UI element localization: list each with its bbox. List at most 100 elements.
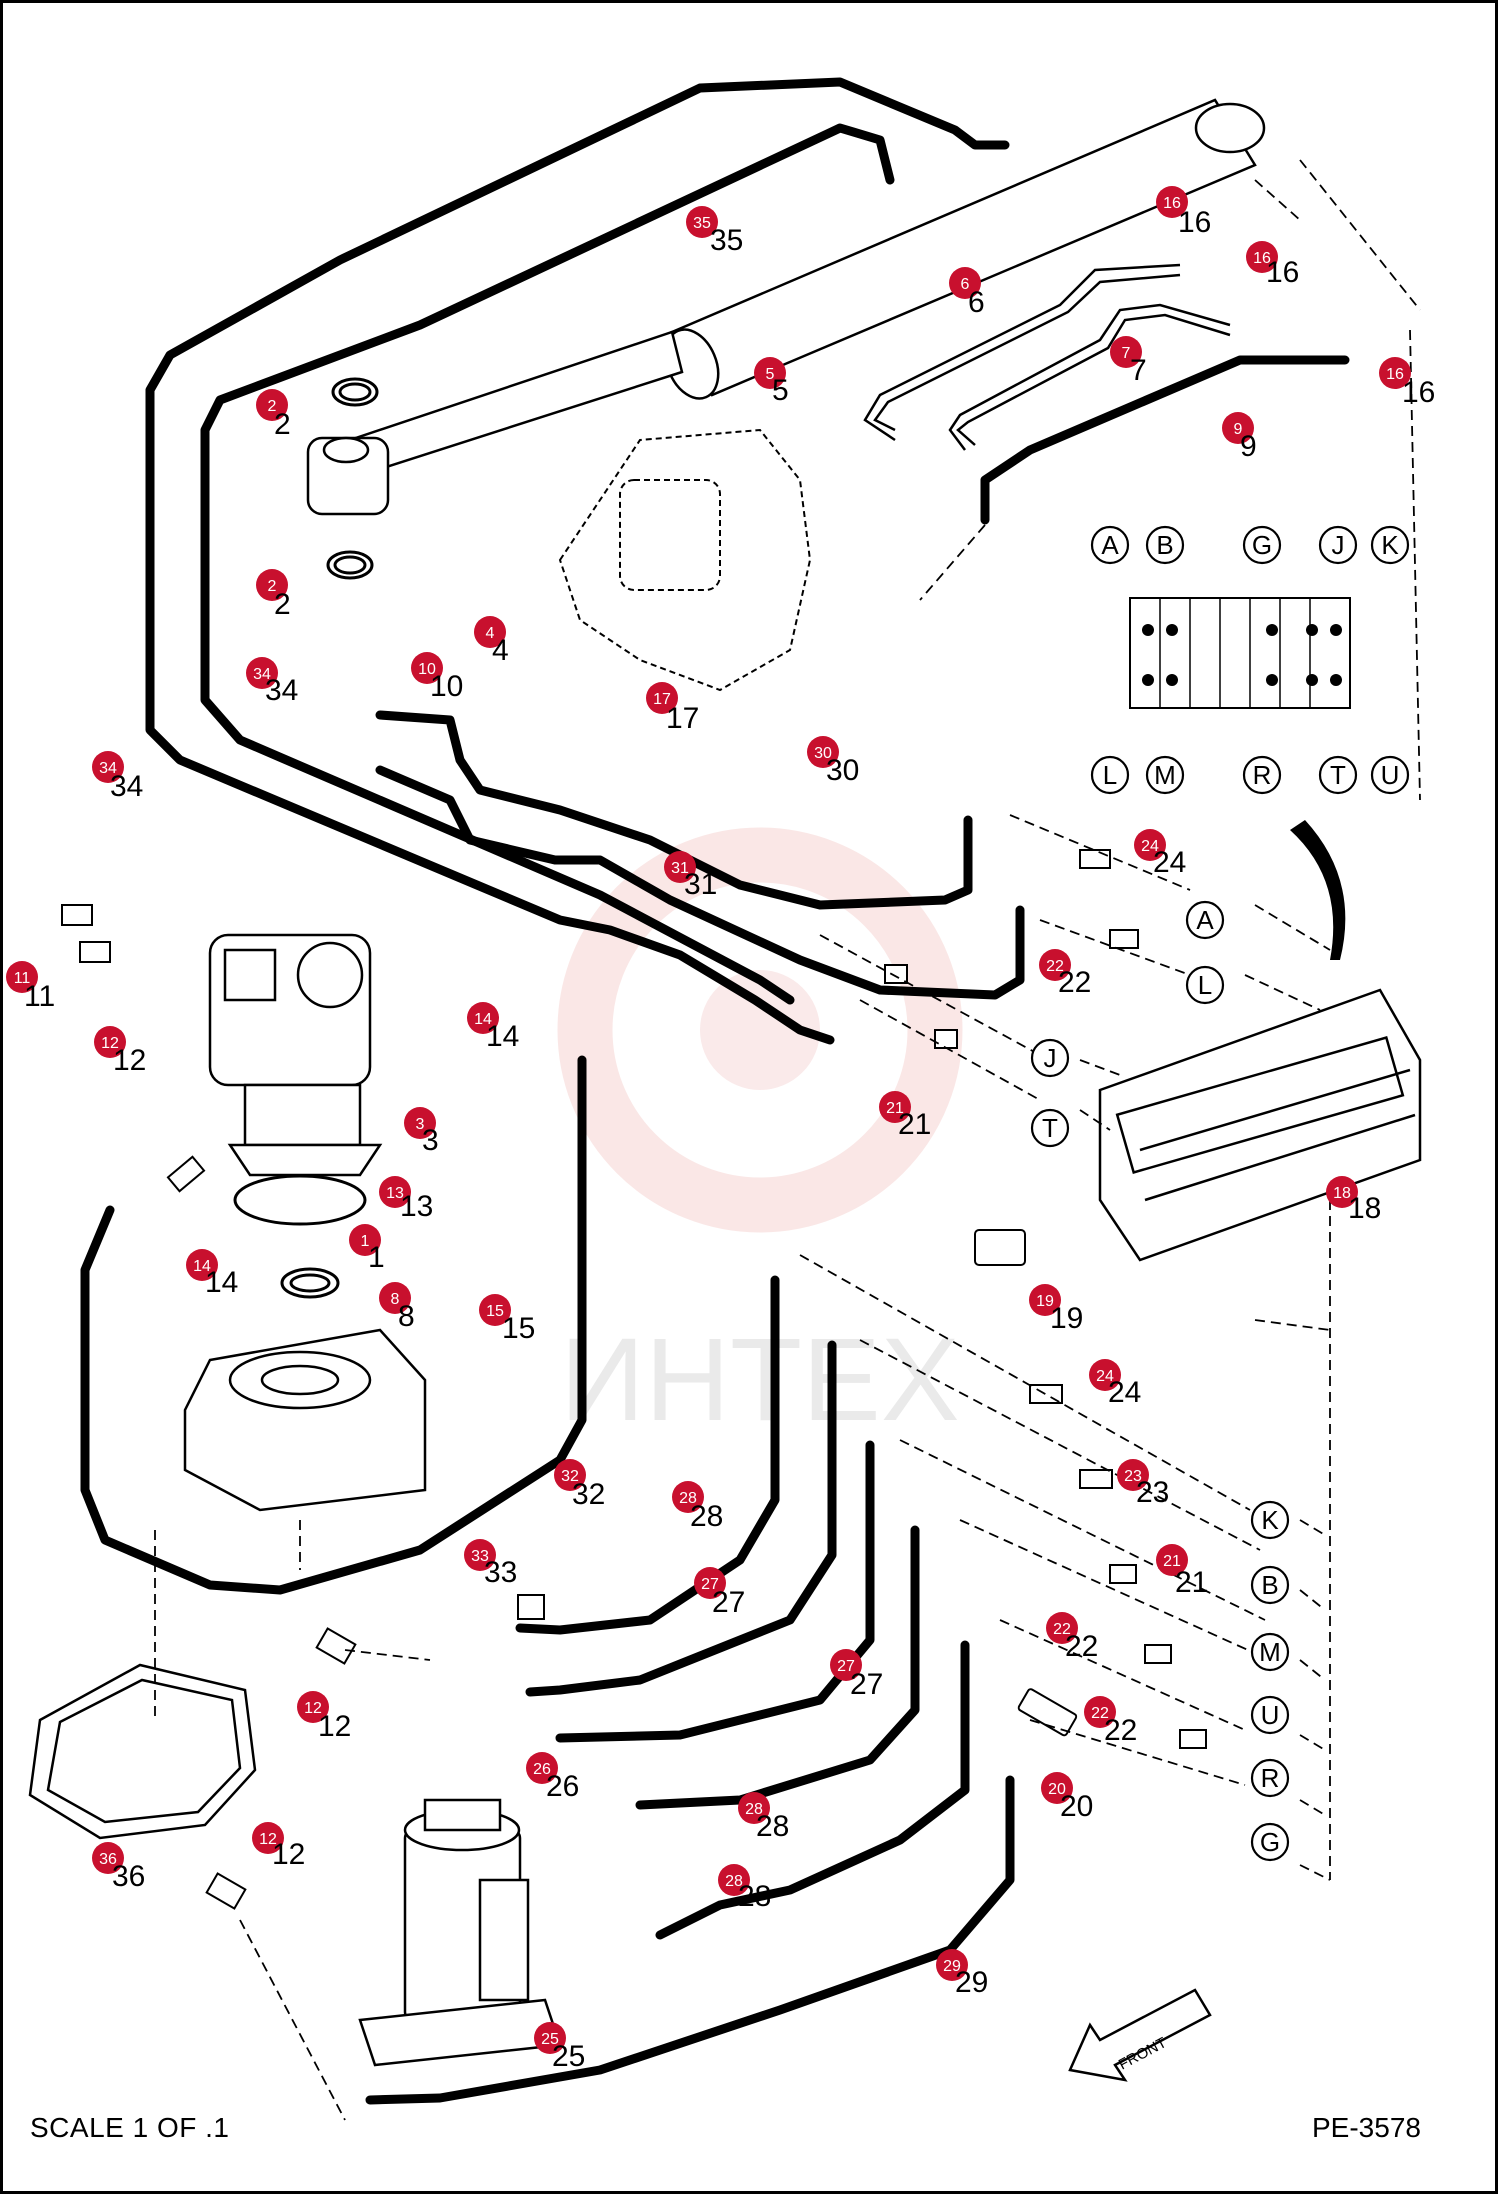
svg-text:33: 33: [471, 1548, 489, 1565]
port-A: A: [1185, 900, 1225, 940]
svg-text:22: 22: [1065, 1630, 1098, 1663]
svg-text:30: 30: [826, 754, 859, 787]
fitting-hose-end-28a: [517, 1594, 545, 1620]
callout-3: 33: [404, 1107, 439, 1157]
svg-text:18: 18: [1348, 1192, 1381, 1225]
svg-text:J: J: [1044, 1043, 1057, 1073]
port-inset-R: R: [1242, 755, 1282, 795]
svg-text:32: 32: [561, 1468, 579, 1485]
svg-text:11: 11: [14, 970, 31, 987]
svg-text:26: 26: [533, 1761, 551, 1778]
callout-5: 55: [754, 357, 789, 407]
svg-text:24: 24: [1096, 1368, 1114, 1385]
svg-text:K: K: [1261, 1505, 1279, 1535]
fitting-23: [1079, 1469, 1113, 1489]
port-M: M: [1250, 1632, 1290, 1672]
svg-text:23: 23: [1136, 1476, 1169, 1509]
svg-text:29: 29: [955, 1966, 988, 1999]
svg-text:M: M: [1154, 760, 1176, 790]
fitting-11b: [79, 941, 111, 963]
fitting-20: [1017, 1688, 1078, 1737]
svg-text:11: 11: [24, 980, 55, 1013]
svg-text:B: B: [1156, 530, 1173, 560]
callout-1: 11: [349, 1224, 385, 1274]
svg-text:14: 14: [205, 1266, 238, 1299]
svg-text:M: M: [1259, 1637, 1281, 1667]
hose-30: [375, 710, 973, 910]
svg-text:10: 10: [430, 670, 463, 703]
svg-text:14: 14: [486, 1020, 519, 1053]
svg-text:7: 7: [1122, 345, 1131, 362]
fitting-12a: [166, 1155, 206, 1193]
line-7: [948, 303, 1231, 451]
o-rings-2: [326, 377, 379, 580]
svg-text:12: 12: [113, 1044, 146, 1077]
svg-text:17: 17: [653, 691, 671, 708]
svg-text:G: G: [1260, 1827, 1280, 1857]
port-inset-B: B: [1145, 525, 1185, 565]
svg-text:J: J: [1332, 530, 1345, 560]
svg-text:12: 12: [304, 1700, 322, 1717]
svg-text:19: 19: [1036, 1293, 1054, 1310]
hose-28c: [655, 1640, 970, 1940]
port-K: K: [1250, 1500, 1290, 1540]
port-R: R: [1250, 1758, 1290, 1798]
port-G: G: [1250, 1822, 1290, 1862]
svg-text:20: 20: [1060, 1790, 1093, 1823]
fitting-22c: [1179, 1729, 1207, 1749]
svg-text:12: 12: [259, 1831, 277, 1848]
svg-text:U: U: [1381, 760, 1400, 790]
svg-text:21: 21: [886, 1100, 904, 1117]
svg-text:2: 2: [274, 588, 291, 621]
line-7b: [956, 313, 1231, 446]
svg-text:20: 20: [1048, 1781, 1066, 1798]
hose-28a: [515, 1275, 780, 1635]
port-inset-J: J: [1318, 525, 1358, 565]
callout-2b: 22: [256, 569, 291, 621]
port-inset-G: G: [1242, 525, 1282, 565]
svg-text:16: 16: [1266, 256, 1299, 289]
svg-text:2: 2: [274, 408, 291, 441]
svg-text:T: T: [1330, 760, 1346, 790]
boom-cylinder: [306, 98, 1266, 516]
svg-text:A: A: [1101, 530, 1119, 560]
svg-text:U: U: [1261, 1700, 1280, 1730]
fitting-11a: [61, 904, 93, 926]
port-inset-K: K: [1370, 525, 1410, 565]
svg-text:22: 22: [1053, 1621, 1071, 1638]
svg-text:28: 28: [745, 1801, 763, 1818]
port-inset-A: A: [1090, 525, 1130, 565]
svg-text:R: R: [1261, 1763, 1280, 1793]
callout-7: 77: [1110, 336, 1147, 387]
svg-text:28: 28: [738, 1880, 771, 1913]
port-T: T: [1030, 1108, 1070, 1148]
hose-32: [80, 1055, 587, 1595]
svg-text:22: 22: [1091, 1705, 1109, 1722]
hydraulic-hoses: [80, 77, 1350, 2105]
svg-text:7: 7: [1130, 354, 1147, 387]
svg-text:28: 28: [679, 1490, 697, 1507]
svg-text:27: 27: [712, 1586, 745, 1619]
svg-text:29: 29: [943, 1958, 961, 1975]
svg-text:24: 24: [1108, 1376, 1141, 1409]
hose-34-inner: [200, 123, 895, 1005]
